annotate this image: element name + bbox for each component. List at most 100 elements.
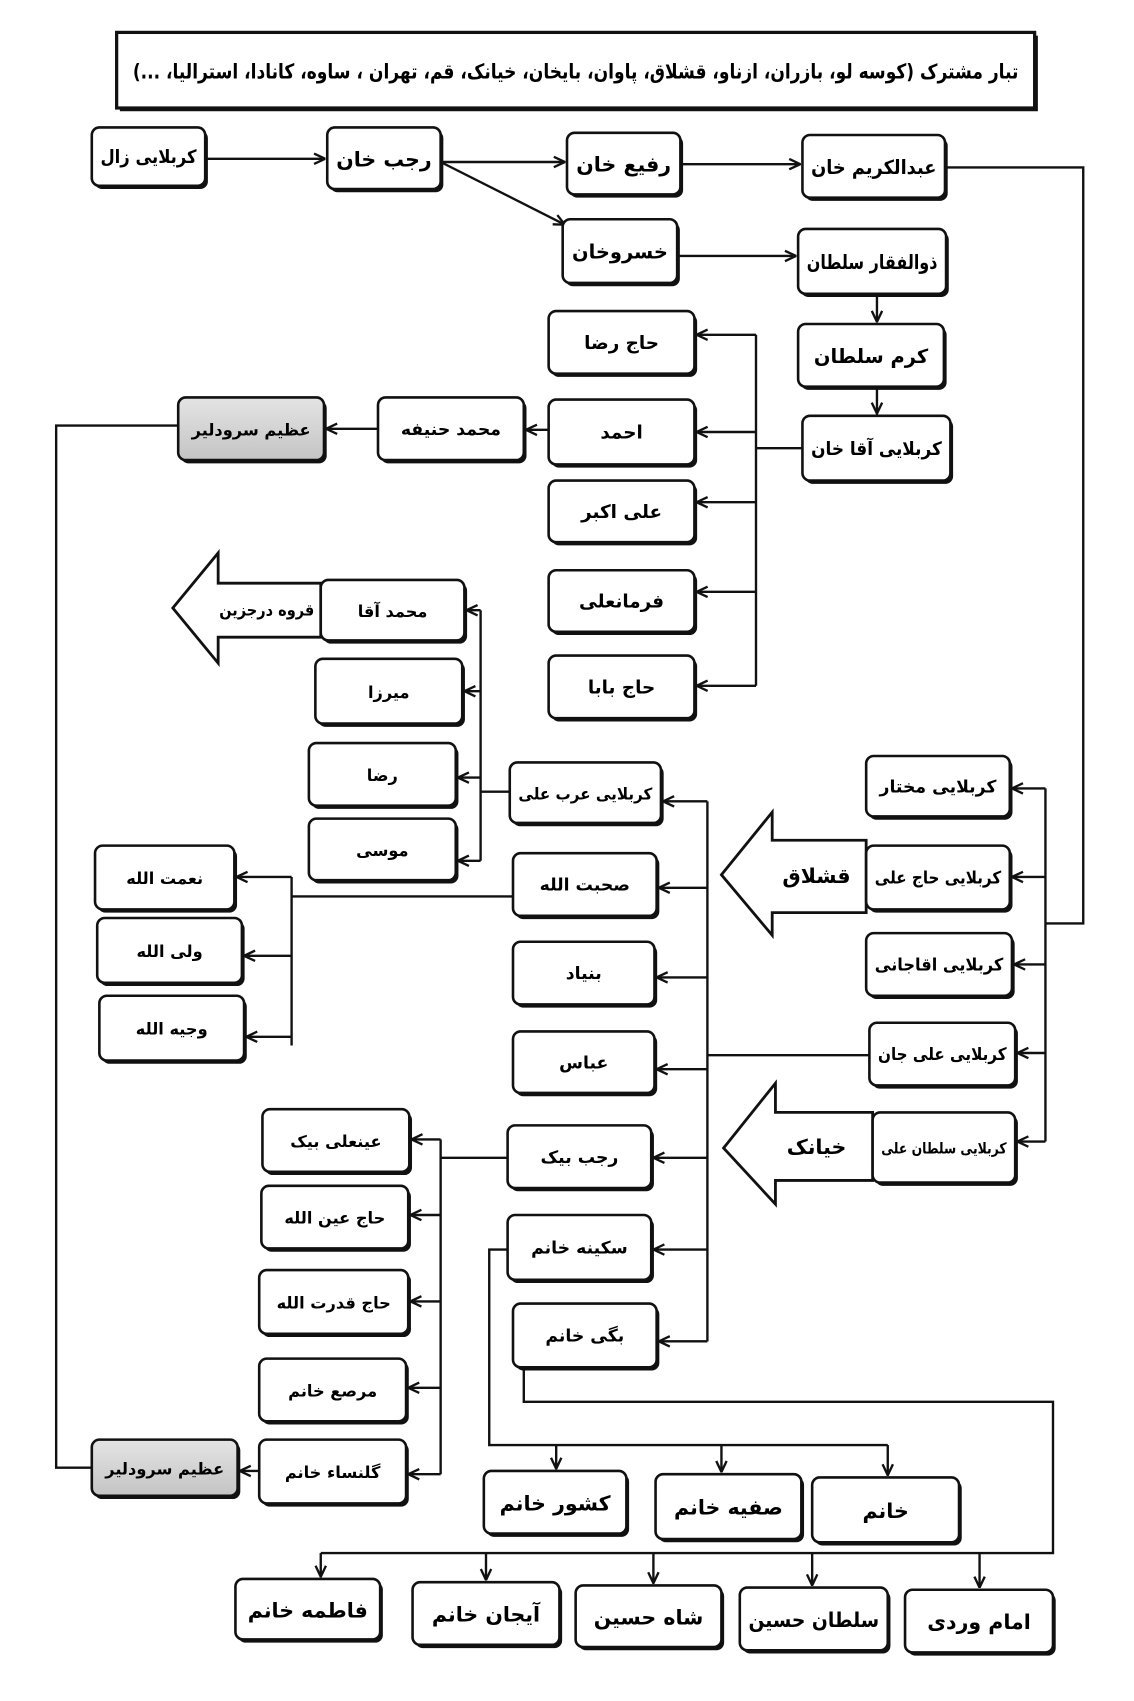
person-box-rajab-khan: رجب خان xyxy=(325,126,444,193)
box-frame xyxy=(319,578,466,642)
box-frame xyxy=(234,1577,382,1641)
person-box-mohammad-hanifeh: محمد حنیفه xyxy=(376,396,527,464)
branch-label: خیانک xyxy=(787,1135,847,1159)
person-box-zolfaghar-soltan: ذوالفقار سلطان xyxy=(796,227,949,297)
person-name: احمد xyxy=(600,423,642,444)
box-frame xyxy=(260,1184,410,1250)
person-box-eynali-beyk: عینعلی بیک xyxy=(261,1107,413,1176)
person-box-sohbatollah: صحبت الله xyxy=(511,851,660,920)
person-name: بنیاد xyxy=(566,964,602,984)
person-name: نعمت الله xyxy=(126,869,203,888)
person-name: موسی xyxy=(356,841,408,860)
person-box-ali-jan: کربلایی علی جان xyxy=(868,1021,1018,1089)
person-name: صفیه خانم xyxy=(674,1496,783,1520)
person-box-khosro-khan: خسروخان xyxy=(561,217,680,287)
person-name: کربلایی زال xyxy=(100,147,196,168)
box-frame xyxy=(257,1357,408,1423)
person-box-keshvar: کشور خانم xyxy=(482,1469,630,1537)
box-frame xyxy=(307,817,458,882)
box-frame xyxy=(261,1107,411,1174)
person-name: کربلایی حاج علی xyxy=(875,869,1002,889)
person-box-reza: رضا xyxy=(307,741,459,809)
box-frame xyxy=(547,479,696,544)
box-frame xyxy=(307,741,458,807)
box-frame xyxy=(506,1213,653,1282)
person-name: حاج عین الله xyxy=(284,1209,385,1229)
person-name: خسروخان xyxy=(572,241,668,264)
person-name: کرم سلطان xyxy=(814,345,929,368)
diagram-title: تبار مشترک (کوسه لو، بازران، ازناو، قشلا… xyxy=(133,59,1019,83)
connector-line xyxy=(488,1248,888,1447)
person-box-haj-baba: حاج بابا xyxy=(547,654,698,722)
person-box-musa: موسی xyxy=(307,817,459,884)
box-frame xyxy=(864,844,1012,911)
box-frame xyxy=(547,568,696,634)
box-frame xyxy=(325,126,442,191)
header-frame xyxy=(115,30,1037,110)
person-name: محمد آقا xyxy=(358,601,428,621)
person-name: عظیم سرودلیر xyxy=(191,420,311,439)
person-name: آیجان خانم xyxy=(432,1602,541,1627)
box-frame xyxy=(411,1580,561,1647)
connector-line xyxy=(54,424,179,1469)
person-box-abbas: عباس xyxy=(511,1030,658,1097)
person-name: ولی الله xyxy=(136,942,202,961)
person-box-ahmad: احمد xyxy=(547,398,698,468)
box-frame xyxy=(511,1302,658,1369)
box-frame xyxy=(864,931,1014,998)
person-name: حاج بابا xyxy=(588,677,655,698)
box-frame xyxy=(796,322,946,388)
box-frame xyxy=(257,1438,408,1505)
box-frame xyxy=(871,1111,1017,1184)
person-name: کربلایی آقا خان xyxy=(811,437,942,460)
person-name: خانم xyxy=(862,1499,908,1523)
person-box-mokhtar: کربلایی مختار xyxy=(864,754,1013,820)
box-frame xyxy=(574,1584,723,1649)
person-name: فرمانعلی xyxy=(579,592,664,613)
person-box-soltan-hossein: سلطان حسین xyxy=(738,1586,891,1654)
person-box-mohammad-agha: محمد آقا xyxy=(319,578,468,644)
branch-label: قروه درجزین xyxy=(219,601,314,620)
qeshlaq-branch-arrow: قشلاق xyxy=(719,808,868,940)
box-frame xyxy=(511,940,656,1006)
person-box-haj-ghodratollah: حاج قدرت الله xyxy=(257,1268,411,1338)
person-box-vajihollah: وجیه الله xyxy=(98,994,247,1064)
box-frame xyxy=(506,1124,653,1190)
person-box-morassa: مرصع خانم xyxy=(257,1357,409,1425)
box-frame xyxy=(547,654,696,720)
box-frame xyxy=(93,844,236,911)
box-frame xyxy=(508,761,663,825)
person-name: علی اکبر xyxy=(580,502,662,523)
box-frame xyxy=(257,1268,410,1336)
person-name: بگی خانم xyxy=(545,1326,624,1347)
person-name: حاج قدرت الله xyxy=(277,1294,391,1314)
person-name: امام وردی xyxy=(927,1610,1031,1634)
person-name: سلطان حسین xyxy=(748,1608,879,1632)
person-box-nematollah: نعمت الله xyxy=(93,844,238,913)
person-name: رجب خان xyxy=(336,147,431,171)
person-box-ali-akbar: علی اکبر xyxy=(547,479,698,546)
person-name: میرزا xyxy=(368,683,410,702)
branch-label: قشلاق xyxy=(782,864,850,888)
person-box-karam-soltan: کرم سلطان xyxy=(796,322,947,390)
person-box-shah-hossein: شاه حسین xyxy=(574,1584,725,1651)
person-box-mirza: میرزا xyxy=(314,657,465,727)
box-frame xyxy=(801,133,947,199)
person-name: رضا xyxy=(367,766,398,785)
connector-line xyxy=(440,160,565,225)
person-box-agha-khan: کربلایی آقا خان xyxy=(801,414,954,484)
box-frame xyxy=(796,227,948,296)
box-frame xyxy=(511,1030,656,1095)
person-name: محمد حنیفه xyxy=(401,420,501,440)
person-box-soltan-ali: کربلایی سلطان علی xyxy=(871,1111,1018,1186)
person-box-azim-2: عظیم سرودلیر xyxy=(90,1438,241,1500)
person-box-haj-eynollah: حاج عین الله xyxy=(260,1184,411,1252)
person-name: عباس xyxy=(559,1053,608,1073)
box-frame xyxy=(98,994,246,1062)
person-box-sakineh: سکینه خانم xyxy=(506,1213,654,1284)
person-name: گلنساء خانم xyxy=(285,1463,381,1482)
box-frame xyxy=(801,414,952,482)
person-name: ذوالفقار سلطان xyxy=(807,251,938,274)
box-frame xyxy=(561,217,679,285)
